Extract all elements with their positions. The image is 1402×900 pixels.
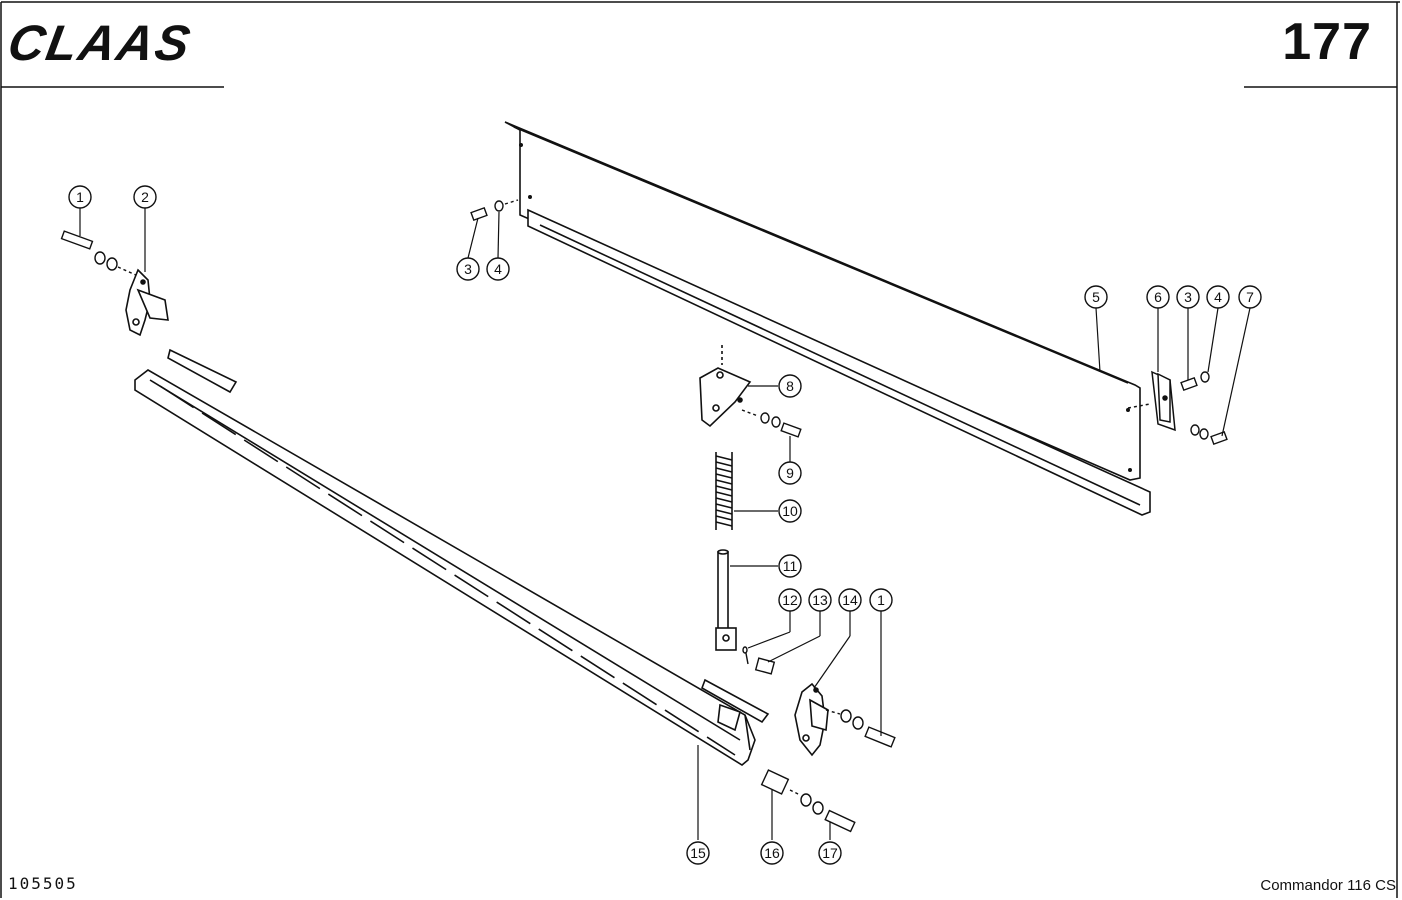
svg-text:9: 9 <box>786 465 794 481</box>
svg-text:10: 10 <box>782 503 798 519</box>
callout-12: 12 <box>778 588 802 612</box>
svg-text:3: 3 <box>464 261 472 277</box>
svg-text:1: 1 <box>76 189 84 205</box>
panel-holes <box>519 143 1132 472</box>
clamp-14 <box>794 682 829 757</box>
clamp-2 <box>125 268 169 337</box>
svg-text:15: 15 <box>690 845 706 861</box>
callout-4-left: 4 <box>486 257 510 281</box>
bolt-3-left <box>470 199 519 222</box>
svg-text:14: 14 <box>842 592 858 608</box>
callout-6: 6 <box>1146 285 1170 309</box>
callout-2: 2 <box>133 185 157 209</box>
svg-text:4: 4 <box>494 261 502 277</box>
svg-text:16: 16 <box>764 845 780 861</box>
callout-9: 9 <box>778 461 802 485</box>
svg-text:5: 5 <box>1092 289 1100 305</box>
svg-text:4: 4 <box>1214 289 1222 305</box>
callout-3-left: 3 <box>456 257 480 281</box>
callout-11: 11 <box>778 554 802 578</box>
page-number: 177 <box>1282 13 1372 71</box>
callout-17: 17 <box>818 841 842 865</box>
callout-13: 13 <box>808 588 832 612</box>
nut-washer-9 <box>741 409 802 438</box>
rod-11 <box>715 549 737 651</box>
bracket-8 <box>699 345 752 428</box>
callout-15: 15 <box>686 841 710 865</box>
callout-8: 8 <box>778 374 802 398</box>
spacer-16-bolt-17 <box>760 769 856 833</box>
claas-logo: CLAAS <box>10 14 196 70</box>
drawing-number: 105505 <box>8 874 78 893</box>
callout-10: 10 <box>778 499 802 523</box>
callouts: 1 2 3 4 5 6 3 4 7 8 9 10 11 12 13 14 1 1… <box>68 185 1262 865</box>
svg-text:1: 1 <box>877 592 885 608</box>
leader-lines <box>79 208 1251 840</box>
callout-5: 5 <box>1084 285 1108 309</box>
svg-text:7: 7 <box>1246 289 1254 305</box>
svg-text:11: 11 <box>783 558 798 574</box>
svg-text:8: 8 <box>786 378 794 394</box>
spring-10 <box>715 452 733 530</box>
svg-text:12: 12 <box>782 592 798 608</box>
svg-text:3: 3 <box>1184 289 1192 305</box>
pin-12-bolt-13 <box>742 646 776 675</box>
callout-16: 16 <box>760 841 784 865</box>
bracket-6 <box>1127 370 1176 432</box>
callout-1-right: 1 <box>869 588 893 612</box>
fasteners-14 <box>825 709 896 748</box>
callout-1-left: 1 <box>68 185 92 209</box>
model-name: Commandor 116 CS <box>1260 877 1396 894</box>
callout-4-right: 4 <box>1206 285 1230 309</box>
lower-guide-rail <box>134 348 770 766</box>
svg-text:2: 2 <box>141 189 149 205</box>
callout-3-right: 3 <box>1176 285 1200 309</box>
bolt-1-left <box>60 230 139 277</box>
svg-text:CLAAS: CLAAS <box>10 14 196 70</box>
callout-14: 14 <box>838 588 862 612</box>
svg-text:6: 6 <box>1154 289 1162 305</box>
callout-7: 7 <box>1238 285 1262 309</box>
svg-text:13: 13 <box>812 592 828 608</box>
upper-cover-panel <box>504 121 1151 516</box>
fasteners-right <box>1180 371 1228 446</box>
svg-text:17: 17 <box>822 845 838 861</box>
